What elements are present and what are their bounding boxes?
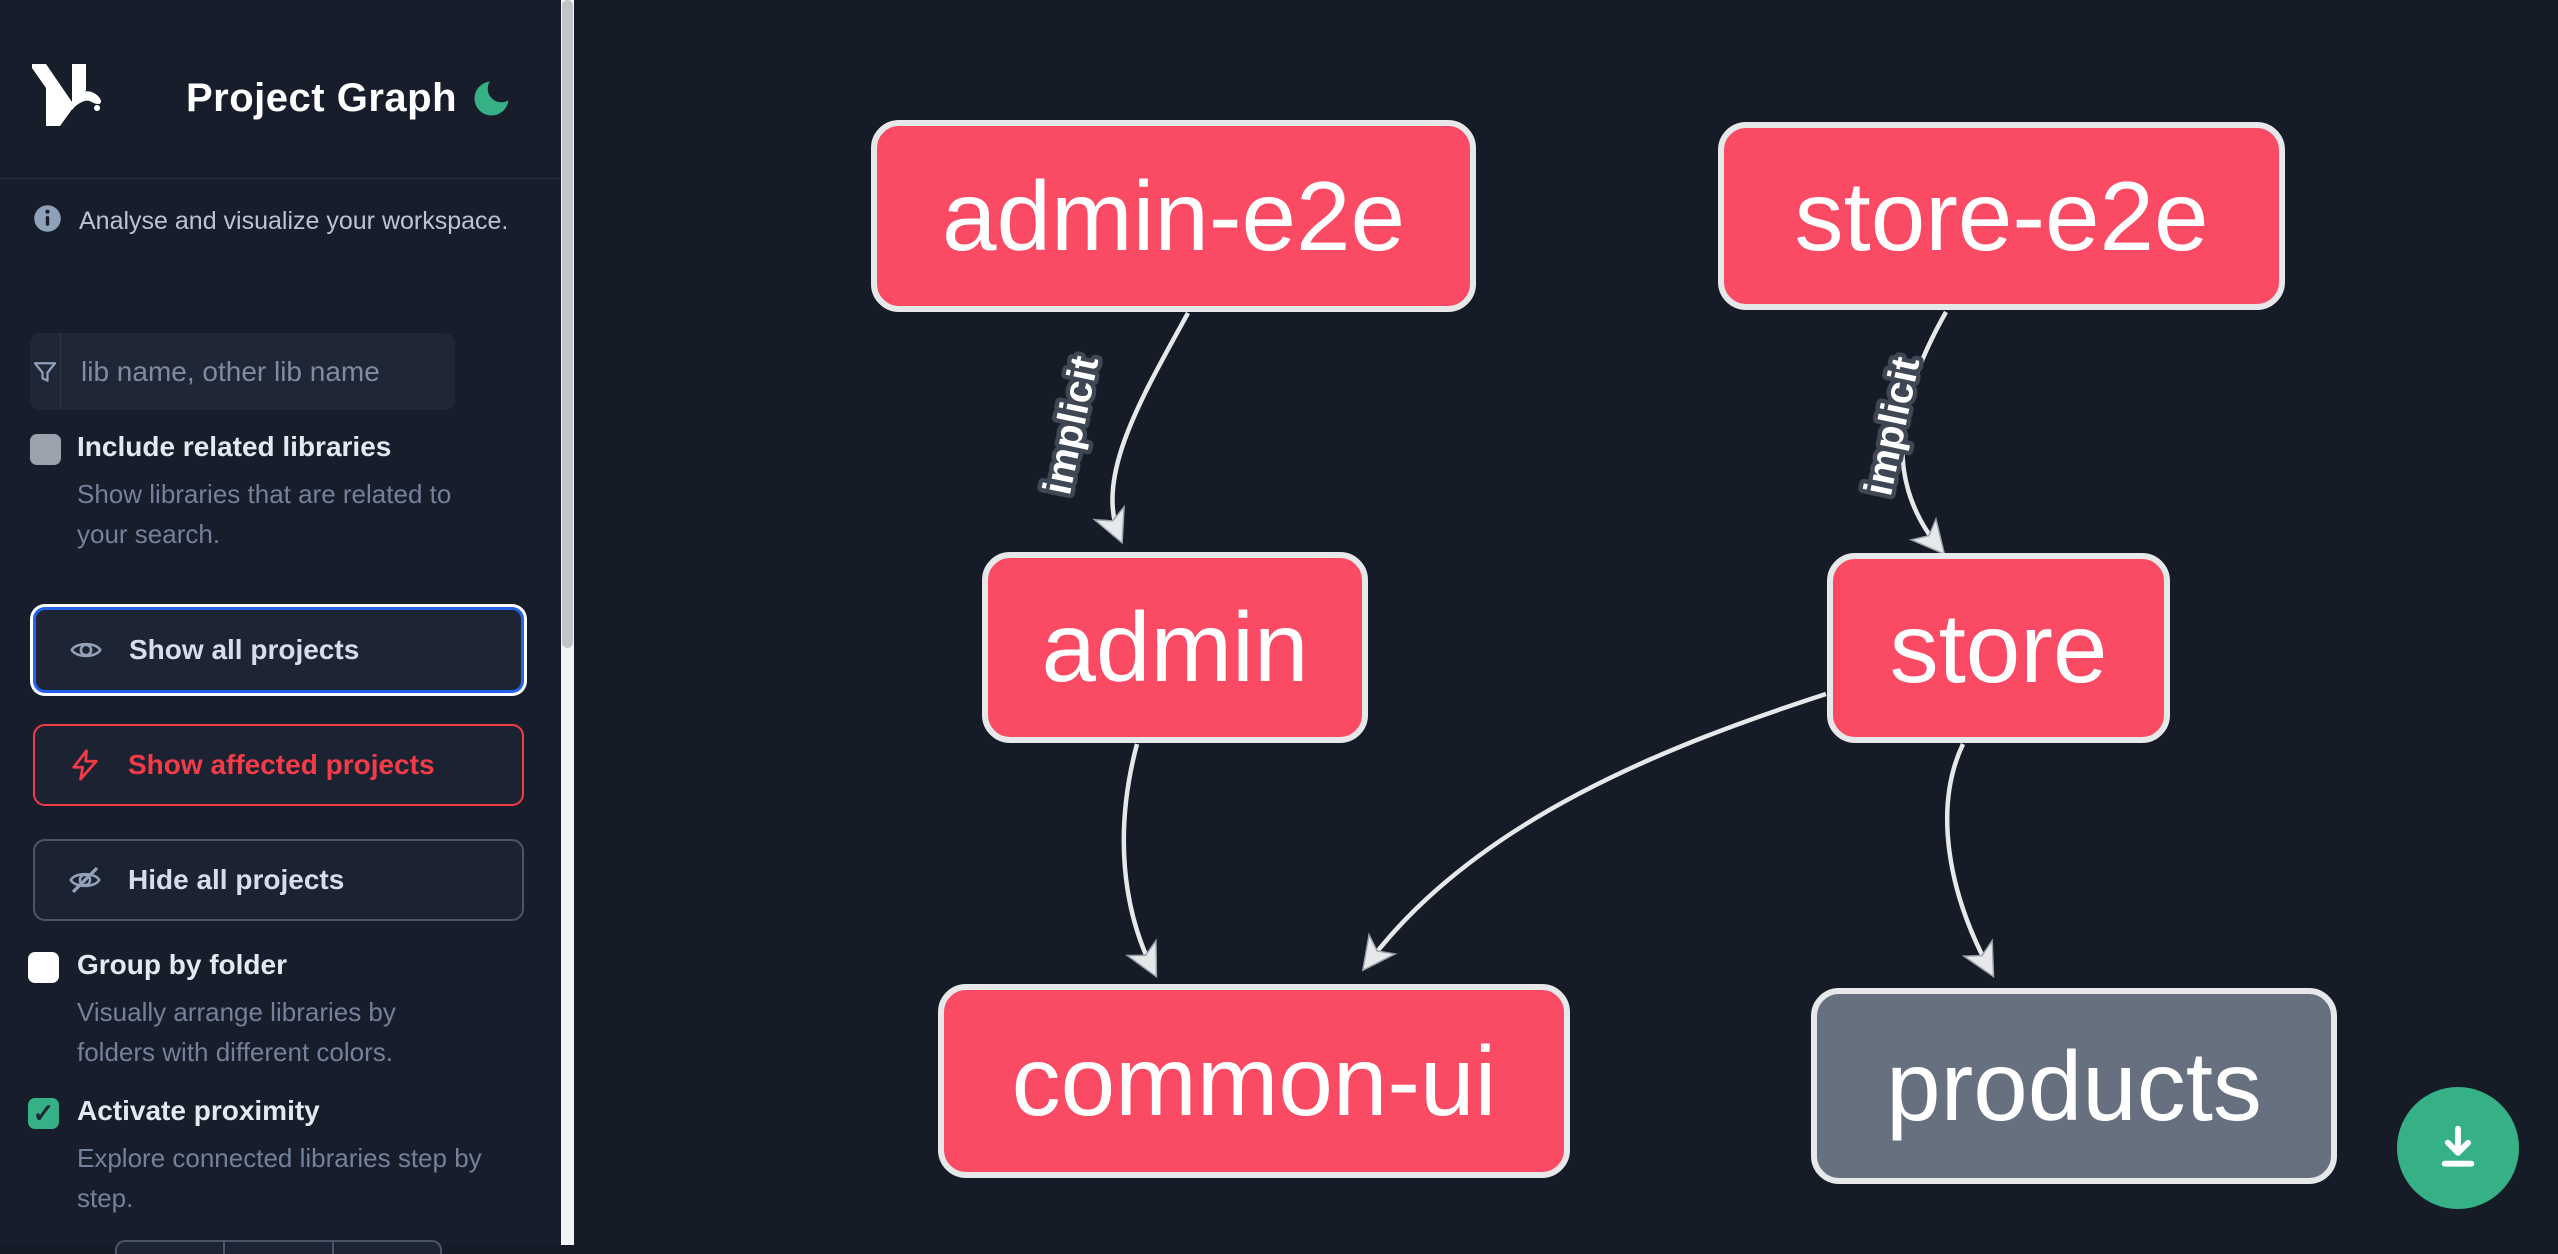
activate-proximity-description: Explore connected libraries step by step… (77, 1143, 482, 1213)
hide-all-projects-label: Hide all projects (128, 864, 345, 895)
bolt-icon (72, 749, 98, 781)
proximity-decrement-button[interactable] (117, 1242, 223, 1254)
show-affected-projects-button[interactable]: Show affected projects (33, 724, 524, 806)
checkmark-icon: ✓ (32, 1098, 55, 1128)
dark-mode-moon-icon[interactable] (470, 76, 514, 120)
proximity-increment-button[interactable] (331, 1242, 440, 1254)
proximity-value (223, 1242, 331, 1254)
edge-store-to-common-ui (1361, 691, 1827, 972)
node-store[interactable]: store (1827, 553, 2170, 743)
download-image-button[interactable] (2397, 1087, 2519, 1209)
group-by-folder-label: Group by folder (77, 949, 287, 980)
include-related-label: Include related libraries (77, 431, 392, 462)
workspace-tagline-row: Analyse and visualize your workspace. (33, 204, 508, 236)
node-admin-e2e[interactable]: admin-e2e (871, 120, 1476, 312)
node-store-e2e[interactable]: store-e2e (1718, 122, 2285, 310)
page-title: Project Graph (186, 76, 458, 120)
hide-all-projects-button[interactable]: Hide all projects (33, 839, 524, 921)
funnel-filter-icon (30, 333, 61, 410)
search-input[interactable] (61, 333, 455, 410)
sidebar: Project Graph Analyse and visualize your… (0, 0, 561, 1254)
edge-store-to-products (1945, 743, 1995, 979)
edge-admin-to-common-ui (1121, 743, 1158, 979)
project-graph-canvas[interactable]: implicit implicit admin-e2e store-e2e ad… (574, 0, 2558, 1245)
proximity-stepper[interactable] (115, 1240, 442, 1254)
node-common-ui[interactable]: common-ui (938, 984, 1570, 1178)
edge-admin-e2e-to-admin (1092, 311, 1190, 545)
show-affected-projects-label: Show affected projects (128, 749, 435, 780)
activate-proximity-label: Activate proximity (77, 1095, 320, 1126)
workspace-tagline: Analyse and visualize your workspace. (79, 207, 509, 235)
download-icon (2441, 1125, 2475, 1167)
header-divider (0, 178, 561, 179)
nx-logo (32, 64, 101, 126)
node-products[interactable]: products (1811, 988, 2337, 1184)
edge-store-e2e-to-store (1900, 310, 1948, 556)
edge-label-implicit-store: implicit (1856, 353, 1928, 499)
group-by-folder-description: Visually arrange libraries by folders wi… (77, 997, 396, 1067)
eye-off-icon (69, 866, 101, 894)
sidebar-scrollbar-thumb[interactable] (562, 0, 573, 648)
eye-icon (70, 642, 102, 658)
group-by-folder-checkbox[interactable] (28, 952, 59, 983)
edge-label-implicit-admin: implicit (1035, 352, 1107, 498)
activate-proximity-checkbox[interactable]: ✓ (28, 1098, 59, 1129)
sidebar-scrollbar[interactable] (561, 0, 574, 1245)
show-all-projects-label: Show all projects (129, 634, 360, 665)
node-admin[interactable]: admin (982, 552, 1368, 743)
info-icon (34, 205, 61, 232)
library-filter (30, 333, 455, 410)
edges-layer: implicit implicit (1031, 310, 1995, 979)
show-all-projects-button[interactable]: Show all projects (33, 607, 524, 693)
include-related-description: Show libraries that are related to your … (77, 479, 452, 549)
include-related-checkbox[interactable] (30, 434, 61, 465)
